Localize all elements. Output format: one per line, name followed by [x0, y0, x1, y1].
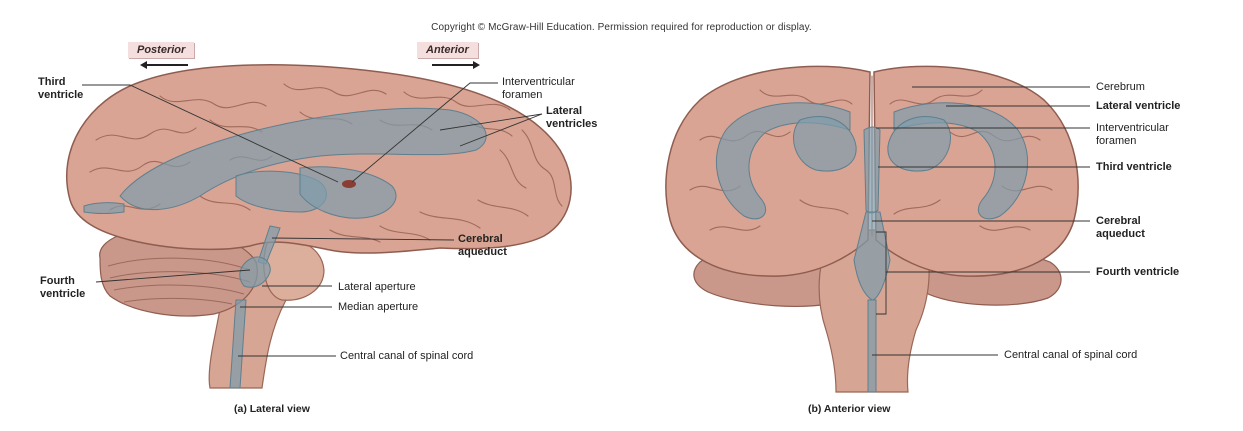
lateral-brain-illustration: [65, 64, 572, 389]
leader-fourth-ventricle-a: [95, 269, 251, 283]
label-cerebral-aqueduct-a: Cerebral aqueduct: [458, 233, 507, 258]
anterior-label: Anterior: [417, 42, 478, 58]
label-fourth-ventricle-a: Fourth ventricle: [40, 275, 86, 300]
leader-fourth-ventricle-bracket: [876, 231, 887, 315]
lateral-view-posterior-horn: [83, 202, 125, 214]
label-lateral-aperture: Lateral aperture: [338, 281, 416, 293]
label-fourth-ventricle-b: Fourth ventricle: [1096, 266, 1180, 278]
label-third-ventricle-b: Third ventricle: [1096, 161, 1172, 173]
label-interventricular-foramen-b: Interventricular foramen: [1096, 122, 1169, 147]
leader-cerebral-aqueduct-a: [271, 237, 455, 241]
anterior-right-lateral-ventricle: [893, 102, 1029, 220]
label-central-canal-a: Central canal of spinal cord: [340, 350, 474, 362]
copyright-notice: Copyright © McGraw-Hill Education. Permi…: [431, 22, 812, 33]
label-cerebral-aqueduct-b: Cerebral aqueduct: [1096, 215, 1145, 240]
posterior-label: Posterior: [128, 42, 195, 58]
label-central-canal-b: Central canal of spinal cord: [1004, 349, 1138, 361]
lateral-view-third-ventricle: [299, 166, 397, 219]
lateral-view-central-canal: [229, 299, 247, 389]
anterior-arrow: [432, 61, 480, 69]
caption-lateral-view: (a) Lateral view: [234, 403, 310, 415]
posterior-arrow: [140, 61, 188, 69]
anterior-brain-illustration: [665, 65, 1079, 393]
leader-third-ventricle-a: [82, 84, 339, 183]
label-lateral-ventricle-b: Lateral ventricle: [1096, 100, 1181, 112]
anterior-central-canal: [867, 299, 877, 393]
leader-interventricular-foramen-a: [351, 82, 498, 183]
label-cerebrum-b: Cerebrum: [1096, 81, 1145, 93]
label-median-aperture: Median aperture: [338, 301, 419, 313]
leader-lateral-ventricles-a-2: [459, 113, 543, 147]
leader-lateral-ventricles-a-1: [439, 113, 543, 131]
label-lateral-ventricles-a: Lateral ventricles: [546, 105, 598, 130]
lateral-view-lateral-ventricle: [119, 107, 487, 211]
anterior-left-lateral-ventricle: [715, 102, 851, 220]
label-interventricular-foramen-a: Interventricular foramen: [502, 76, 575, 101]
caption-anterior-view: (b) Anterior view: [808, 403, 891, 415]
anterior-left-ventricle-head: [792, 115, 857, 172]
label-third-ventricle-a: Third ventricle: [38, 76, 84, 101]
